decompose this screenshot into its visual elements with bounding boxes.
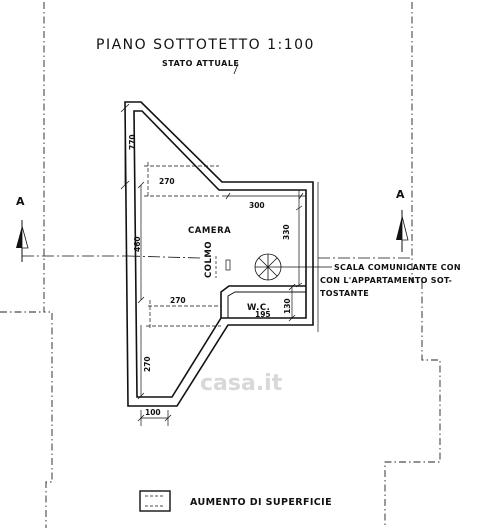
dim-770: 770 [128, 134, 137, 150]
walls [124, 101, 314, 407]
dim-270-mid: 270 [170, 296, 186, 305]
outer-wall [124, 101, 314, 407]
legend: AUMENTO DI SUPERFICIE [139, 490, 332, 512]
room-label-camera: CAMERA [188, 226, 231, 236]
dim-460: 460 [133, 236, 142, 252]
drawing-subtitle: STATO ATTUALE [162, 59, 239, 68]
drawing-title: PIANO SOTTOTETTO 1:100 [96, 37, 315, 53]
dim-270-top: 270 [159, 177, 175, 186]
stair-note-line1: SCALA COMUNICANTE CON [334, 263, 461, 272]
dim-100: 100 [145, 408, 161, 417]
stair-note-line2: CON L'APPARTAMENTO SOT- [320, 276, 452, 285]
legend-swatch [139, 490, 171, 512]
wc-partition [220, 285, 306, 318]
dimension-lines [120, 103, 319, 426]
section-label-left: A [16, 195, 25, 208]
section-mark-right: A [396, 188, 409, 252]
dim-195: 195 [255, 310, 271, 319]
spiral-stair-icon [254, 253, 282, 281]
roof-outline [0, 2, 441, 528]
watermark: casa.it [200, 371, 283, 396]
subtitle-tick [233, 63, 239, 75]
dim-330: 330 [282, 224, 291, 240]
room-label-wc: W.C. [247, 303, 270, 313]
section-label-right: A [396, 188, 405, 201]
dim-300: 300 [249, 201, 265, 210]
section-arrow-left-icon [16, 226, 22, 248]
room-label-colmo: COLMO [204, 241, 214, 278]
section-line [22, 255, 412, 259]
dim-270-left: 270 [143, 356, 152, 372]
dim-130: 130 [283, 298, 292, 314]
section-mark-left: A [16, 195, 29, 262]
inner-wall [133, 110, 307, 398]
section-arrow-right-icon [396, 216, 402, 240]
stair-note-line3: TOSTANTE [320, 289, 369, 298]
legend-label: AUMENTO DI SUPERFICIE [190, 497, 332, 508]
